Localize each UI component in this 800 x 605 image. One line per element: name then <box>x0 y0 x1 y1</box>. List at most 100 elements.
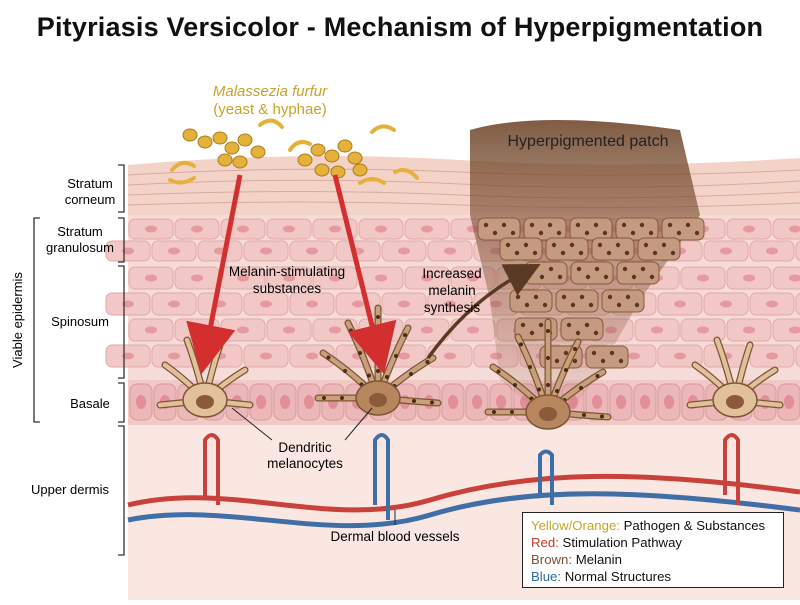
melanin-granule <box>515 294 521 300</box>
yeast-cell <box>197 135 213 149</box>
melanin-granule <box>603 274 609 280</box>
melanin-granule <box>579 294 585 300</box>
yeast-cell <box>232 155 248 169</box>
cell-nucleus <box>283 274 295 282</box>
melanin-granule <box>576 266 582 272</box>
dendrite-granule <box>394 354 398 358</box>
cell-nucleus <box>122 352 134 360</box>
pigmented-cell <box>569 217 613 241</box>
dendrite-granule <box>546 329 550 333</box>
basal-nucleus <box>640 395 650 409</box>
cell-nucleus <box>766 352 778 360</box>
melanin-granule <box>529 330 535 336</box>
yeast-cell <box>182 128 198 142</box>
dendrite-granule <box>326 355 331 360</box>
cell-nucleus <box>237 225 249 233</box>
dendrite-granule <box>600 414 604 419</box>
cell-nucleus <box>743 326 755 334</box>
legend-row-melanin: Brown: Melanin <box>531 551 775 568</box>
viable-epidermis-label: Viable epidermis <box>10 272 25 368</box>
cell-nucleus <box>444 352 456 360</box>
stimulating-label-1: Melanin-stimulating <box>229 264 345 279</box>
cell-nucleus <box>329 225 341 233</box>
cell-nucleus <box>467 326 479 334</box>
legend-key-melanin: Brown: <box>531 552 573 567</box>
legend-text-pathogen: Pathogen & Substances <box>623 518 766 533</box>
melanin-granule <box>563 350 569 356</box>
pigmented-cell <box>661 217 705 241</box>
cell-nucleus <box>421 225 433 233</box>
cell-nucleus <box>168 352 180 360</box>
dendrite-granule <box>409 372 413 376</box>
cell-nucleus <box>145 326 157 334</box>
artery <box>127 473 800 513</box>
legend-row-stimulation: Red: Stimulation Pathway <box>531 534 775 551</box>
dendrite-granule <box>430 400 434 405</box>
melanocyte-nucleus <box>196 395 214 409</box>
legend-text-melanin: Melanin <box>575 552 622 567</box>
melanin-granule <box>615 242 621 248</box>
dendrite-granule <box>595 374 600 378</box>
hypha <box>258 118 284 129</box>
dendrite-granule <box>513 383 517 387</box>
melanin-granule <box>575 330 581 336</box>
dendrite-granule <box>376 315 380 319</box>
melanin-granule <box>639 222 645 228</box>
dendrite-granule <box>546 383 550 387</box>
pigmented-cell <box>499 237 543 261</box>
melanocytes-label-1: Dendritic <box>278 440 332 455</box>
melanin-granule <box>609 350 615 356</box>
melanin-granule <box>561 294 567 300</box>
cell-nucleus <box>789 274 800 282</box>
yeast-cell <box>314 163 330 177</box>
keratinocyte <box>795 292 800 316</box>
cell-nucleus <box>444 300 456 308</box>
melanin-granule <box>597 242 603 248</box>
dendrite-granule <box>403 333 407 337</box>
pigmented-cell <box>637 237 681 261</box>
hypha <box>393 168 419 180</box>
legend-box: Yellow/Orange: Pathogen & Substances Red… <box>522 512 784 588</box>
dendrite-granule <box>343 369 347 373</box>
increased-label-2: melanin <box>428 283 475 298</box>
melanin-granule <box>523 242 529 248</box>
melanin-granule <box>588 302 594 308</box>
cell-nucleus <box>398 247 410 255</box>
cell-nucleus <box>789 326 800 334</box>
keratinocyte <box>795 240 800 262</box>
pointer-lines <box>231 407 396 525</box>
basal-nucleus <box>592 395 602 409</box>
legend-key-normal: Blue: <box>531 569 562 584</box>
melanin-granule <box>625 294 631 300</box>
melanin-granule <box>670 250 676 256</box>
pigmented-cell <box>560 317 604 341</box>
melanin-granule <box>570 302 576 308</box>
dendrite-granule <box>367 373 371 378</box>
page-title: Pityriasis Versicolor - Mechanism of Hyp… <box>36 12 764 42</box>
cell-nucleus <box>191 274 203 282</box>
cell-nucleus <box>444 247 456 255</box>
melanin-granule <box>667 222 673 228</box>
cell-nucleus <box>329 274 341 282</box>
melanin-granule <box>616 302 622 308</box>
dendrite-granule <box>322 396 326 400</box>
pigmented-cell <box>585 345 629 369</box>
increased-label-1: Increased <box>422 266 481 281</box>
pigmented-cell <box>591 237 635 261</box>
cell-nucleus <box>122 300 134 308</box>
cell-nucleus <box>697 326 709 334</box>
melanin-granule <box>602 230 608 236</box>
melanin-granule <box>643 242 649 248</box>
cell-nucleus <box>789 225 800 233</box>
corneum-label-1: Stratum <box>67 176 113 191</box>
melanin-granule <box>661 242 667 248</box>
cell-nucleus <box>168 300 180 308</box>
dendrite-granule <box>385 375 389 379</box>
legend-text-normal: Normal Structures <box>564 569 671 584</box>
cell-nucleus <box>720 300 732 308</box>
granulosum-label-2: granulosum <box>46 240 114 255</box>
stimulation-arrow-left <box>186 174 243 375</box>
melanin-granule <box>594 266 600 272</box>
pigmented-cell <box>524 261 568 285</box>
